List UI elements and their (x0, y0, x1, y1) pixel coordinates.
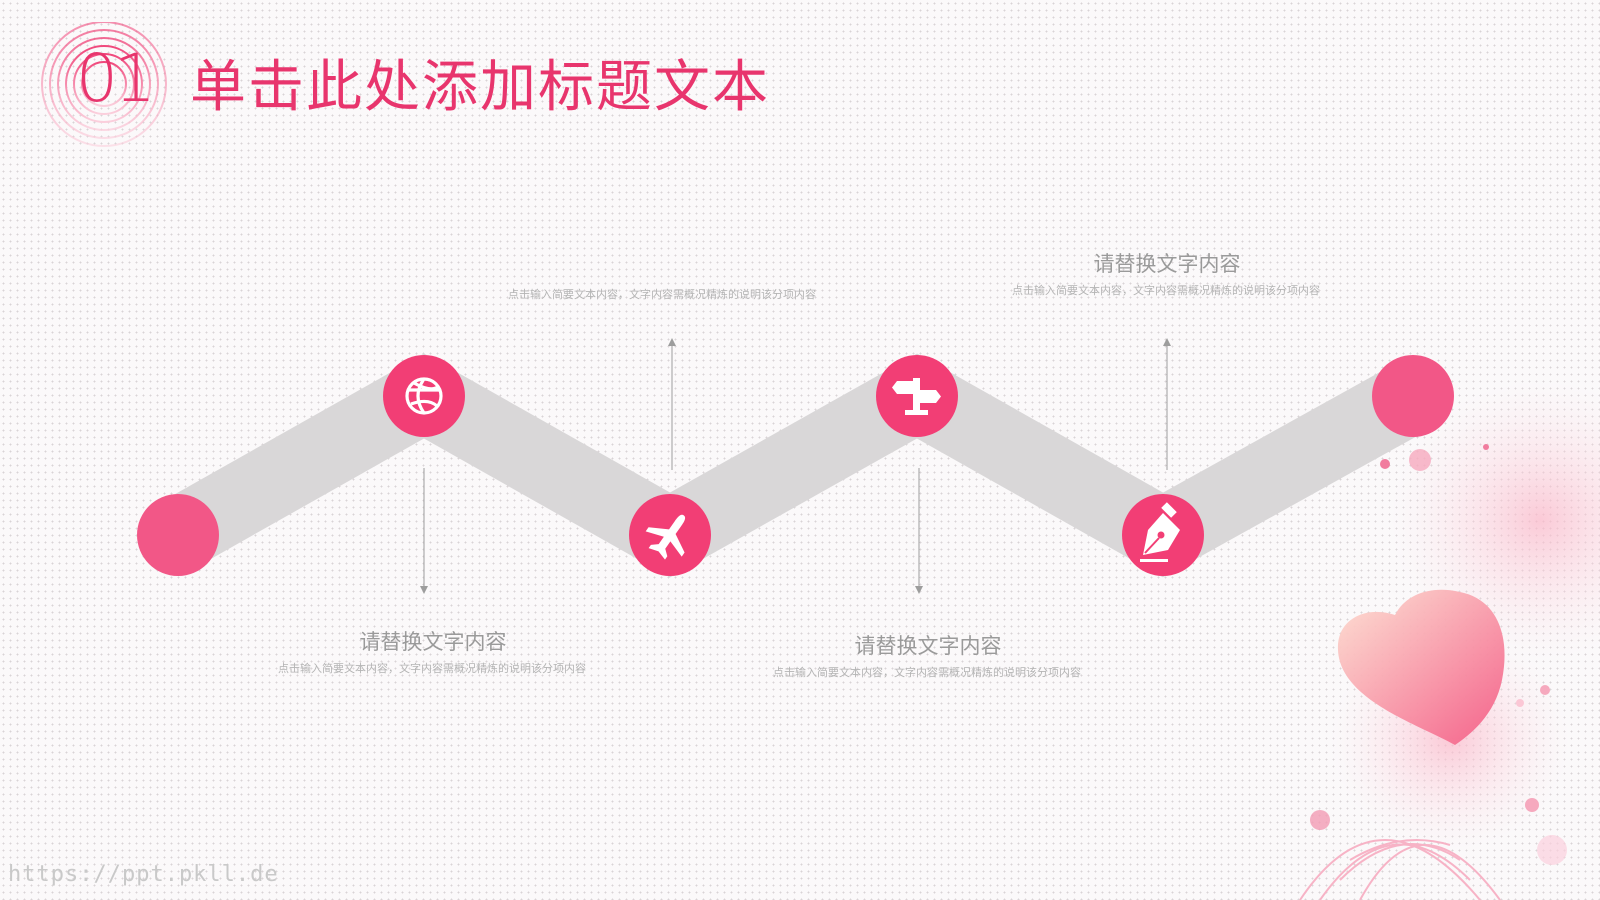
watermark-url: https://ppt.pkll.de (8, 862, 279, 887)
fountain-pen-icon (1140, 502, 1180, 562)
connector-lines (420, 338, 1171, 594)
step-text-4: 请替换文字内容 点击输入简要文本内容，文字内容需概况精炼的说明该分项内容 (1012, 248, 1322, 300)
step-body-3: 点击输入简要文本内容，文字内容需概况精炼的说明该分项内容 (773, 666, 1081, 679)
step-body-4: 点击输入简要文本内容，文字内容需概况精炼的说明该分项内容 (1012, 284, 1320, 297)
timeline-end-dot (1372, 355, 1454, 437)
slide-number: 01 (76, 40, 156, 117)
title-badge-rings (41, 22, 167, 147)
step-text-1: 请替换文字内容 点击输入简要文本内容，文字内容需概况精炼的说明该分项内容 (278, 626, 588, 678)
step-node-3[interactable] (876, 355, 958, 437)
page-title: 单击此处添加标题文本 (190, 55, 770, 120)
step-node-4[interactable] (1122, 494, 1204, 576)
signpost-icon (892, 378, 941, 415)
step-heading-4: 请替换文字内容 (1093, 252, 1241, 276)
step-node-1[interactable] (383, 355, 465, 437)
heart-decoration (1337, 589, 1505, 745)
step-node-2[interactable] (629, 494, 711, 576)
basketball-icon (405, 377, 443, 415)
step-text-3: 请替换文字内容 点击输入简要文本内容，文字内容需概况精炼的说明该分项内容 (773, 630, 1083, 682)
timeline-start-dot (137, 494, 219, 576)
step-heading-1: 请替换文字内容 (359, 630, 507, 654)
step-heading-3: 请替换文字内容 (854, 634, 1002, 658)
step-body-1: 点击输入简要文本内容，文字内容需概况精炼的说明该分项内容 (278, 662, 586, 675)
step-text-2: 点击输入简要文本内容，文字内容需概况精炼的说明该分项内容 (508, 282, 818, 304)
step-body-2: 点击输入简要文本内容，文字内容需概况精炼的说明该分项内容 (508, 288, 816, 301)
zigzag-path (141, 353, 1450, 578)
airplane-icon (645, 514, 686, 560)
